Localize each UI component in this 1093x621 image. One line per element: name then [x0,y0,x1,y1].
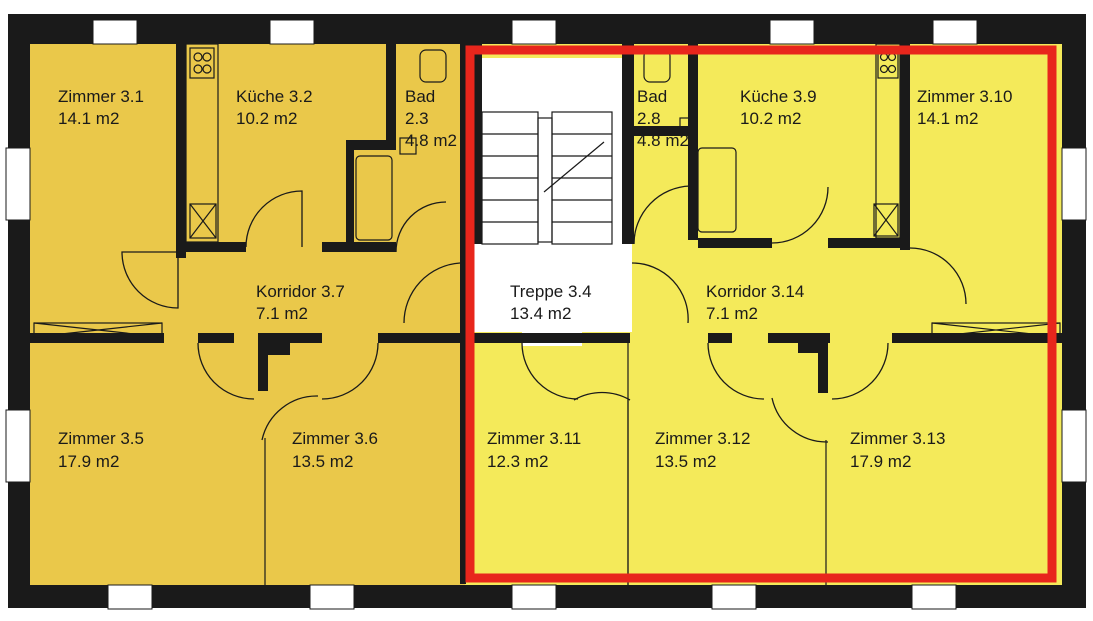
room-labels: Zimmer 3.1 14.1 m2 Küche 3.2 10.2 m2 Bad… [58,87,1012,471]
interior-walls [30,44,1062,584]
room-name: Zimmer 3.12 [655,429,750,448]
glass-partitions [33,322,1061,338]
stairwell-floor [480,58,632,244]
room-area: 14.1 m2 [58,109,119,128]
room-name: Zimmer 3.6 [292,429,378,448]
room-name: Zimmer 3.11 [487,429,581,448]
stair-landing [462,244,632,332]
highlight-frame [465,45,1057,583]
room-name: Küche 3.9 [740,87,817,106]
door-swings [121,185,967,443]
windows-top [92,19,978,45]
room-area-secondary: 4.8 m2 [637,131,689,150]
room-area: 17.9 m2 [850,452,911,471]
room-name: Zimmer 3.5 [58,429,144,448]
room-area: 10.2 m2 [740,109,801,128]
room-name: Zimmer 3.10 [917,87,1012,106]
room-area: 10.2 m2 [236,109,297,128]
room-name: Zimmer 3.13 [850,429,945,448]
windows-bottom [107,584,957,610]
room-name: Küche 3.2 [236,87,313,106]
room-name: Korridor 3.14 [706,282,804,301]
room-area: 2.3 [405,109,429,128]
room-name: Treppe 3.4 [510,282,592,301]
room-area: 7.1 m2 [706,304,758,323]
room-area: 13.5 m2 [292,452,353,471]
room-name: Korridor 3.7 [256,282,345,301]
windows-side [5,147,1087,483]
bath-fixtures [355,49,737,241]
room-area: 2.8 [637,109,661,128]
room-area-secondary: 4.8 m2 [405,131,457,150]
room-name: Zimmer 3.1 [58,87,144,106]
room-area: 12.3 m2 [487,452,548,471]
room-name: Bad [637,87,667,106]
room-area: 13.5 m2 [655,452,716,471]
room-area: 17.9 m2 [58,452,119,471]
room-area: 7.1 m2 [256,304,308,323]
partition-lines [264,343,827,585]
room-area: 13.4 m2 [510,304,571,323]
room-area: 14.1 m2 [917,109,978,128]
room-name: Bad [405,87,435,106]
